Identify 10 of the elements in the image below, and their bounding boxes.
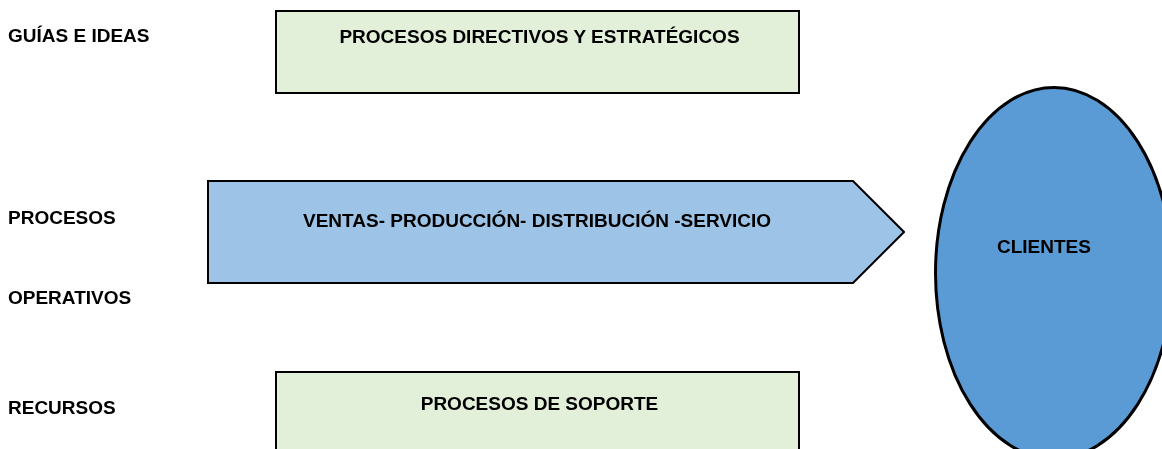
node-text: PROCESOS DE SOPORTE [419, 393, 660, 415]
process-arrow [207, 180, 905, 284]
row-label: GUÍAS E IDEAS [8, 25, 151, 47]
row-label: PROCESOS OPERATIVOS [8, 206, 133, 310]
node-text: PROCESOS DIRECTIVOS Y ESTRATÉGICOS [338, 26, 741, 48]
node-text: CLIENTES [996, 236, 1092, 258]
process-box [275, 10, 800, 94]
node-text: VENTAS- PRODUCCIÓN- DISTRIBUCIÓN -SERVICIO [302, 210, 772, 232]
process-box [275, 371, 800, 449]
row-label: RECURSOS [8, 397, 117, 419]
